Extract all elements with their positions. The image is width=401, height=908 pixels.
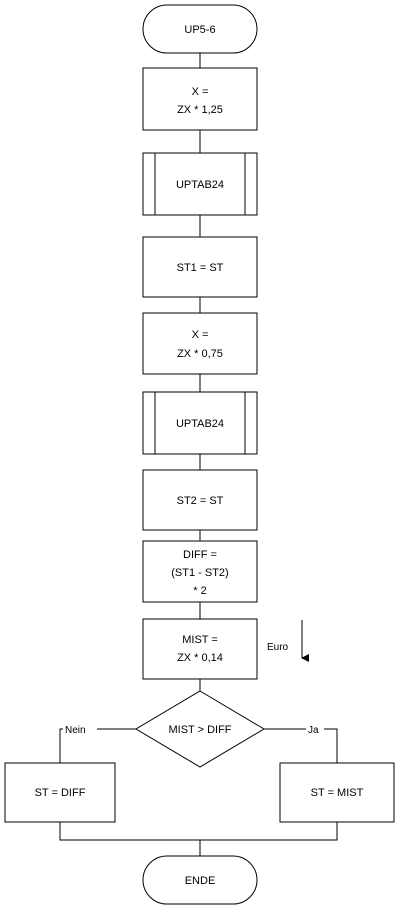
decision-diamond <box>135 690 265 768</box>
yes-branch-step: ST = MIST <box>279 762 395 823</box>
process-step-4: ST2 = ST <box>142 469 258 531</box>
subroutine-2-label: UPTAB24 <box>176 418 224 430</box>
process-step-2-shape <box>142 236 258 298</box>
process-step-6: MIST = ZX * 0,14 <box>142 618 258 680</box>
no-branch-step-label: ST = DIFF <box>35 787 86 799</box>
no-label-bg <box>63 722 97 736</box>
yes-branch-condition-label: Ja <box>308 725 319 736</box>
decision: MIST > DIFF <box>135 690 265 768</box>
process-step-5: DIFF = (ST1 - ST2) * 2 <box>142 540 258 603</box>
process-step-1-line-1: X = <box>192 86 209 98</box>
connector-decision-yes <box>264 728 338 763</box>
yes-branch-step-label: ST = MIST <box>311 787 364 799</box>
yes-label-bg <box>306 722 324 736</box>
process-step-4-shape <box>142 469 258 531</box>
process-step-6-line-1: MIST = <box>182 634 218 646</box>
process-step-2-label: ST1 = ST <box>177 262 224 274</box>
end-label: ENDE <box>185 875 216 887</box>
start-terminal-shape <box>142 4 258 54</box>
process-step-4-label: ST2 = ST <box>177 495 224 507</box>
process-step-5-line-2: (ST1 - ST2) <box>171 567 228 579</box>
process-step-1-line-2: ZX * 1,25 <box>177 104 223 116</box>
no-branch-condition-label: Nein <box>65 725 86 736</box>
process-step-1: X = ZX * 1,25 <box>142 67 258 131</box>
yes-branch-step-shape <box>279 762 395 823</box>
subroutine-2-shape <box>142 391 258 455</box>
process-step-2: ST1 = ST <box>142 236 258 298</box>
start-terminal: UP5-6 <box>142 4 258 54</box>
end-terminal-shape <box>142 855 258 905</box>
no-branch-step-shape <box>4 762 116 823</box>
connector-merge <box>59 822 338 841</box>
connectors <box>59 53 338 856</box>
subroutine-1: UPTAB24 <box>142 152 258 216</box>
process-step-3: X = ZX * 0,75 <box>142 312 258 375</box>
process-step-3-line-2: ZX * 0,75 <box>177 348 223 360</box>
end-terminal: ENDE <box>142 855 258 905</box>
process-step-6-shape <box>142 618 258 680</box>
subroutine-1-label: UPTAB24 <box>176 179 224 191</box>
process-step-5-line-1: DIFF = <box>183 549 217 561</box>
subroutine-1-shape <box>142 152 258 216</box>
process-step-3-line-1: X = <box>192 329 209 341</box>
process-step-3-shape <box>142 312 258 375</box>
subroutine-2: UPTAB24 <box>142 391 258 455</box>
decision-label: MIST > DIFF <box>168 724 231 736</box>
process-step-5-shape <box>142 540 258 603</box>
process-step-6-line-2: ZX * 0,14 <box>177 652 223 664</box>
process-step-1-shape <box>142 67 258 131</box>
no-branch-step: ST = DIFF <box>4 762 116 823</box>
connector-decision-no <box>59 728 136 763</box>
unit-label: Euro <box>267 642 289 653</box>
start-label: UP5-6 <box>184 24 215 36</box>
process-step-5-line-3: * 2 <box>193 585 206 597</box>
